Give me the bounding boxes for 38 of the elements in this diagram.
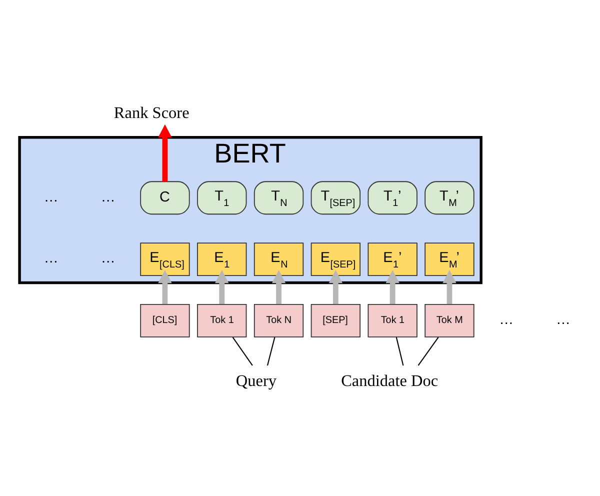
node-text: Rank Score: [114, 104, 190, 122]
node-box: E$_{1}$: [197, 242, 247, 276]
node-box: Tok 1: [368, 304, 418, 338]
arrow: [386, 270, 400, 304]
connector: [418, 336, 439, 366]
node-box: [SEP]: [310, 304, 361, 338]
label: …: [44, 189, 58, 206]
node-box: Tok 1: [197, 304, 247, 338]
label: …: [100, 250, 116, 267]
node-box: T$_{1}$’: [368, 181, 418, 215]
node-box: E$_{M}$’: [424, 242, 474, 276]
arrow: [158, 270, 172, 304]
node-box: [CLS]: [140, 304, 190, 338]
node-box: E$_{1}$’: [368, 242, 418, 276]
node-box: E$_{[CLS]}$: [140, 242, 190, 276]
label: …: [44, 250, 58, 267]
node-box: T$_{M}$’: [424, 181, 474, 215]
connector: [232, 336, 253, 366]
node-text: Query: [236, 372, 276, 390]
connector: [266, 337, 276, 366]
node-box: C: [140, 181, 190, 215]
node-box: T$_{[SEP]}$: [310, 181, 361, 215]
arrow: [215, 270, 229, 304]
label: …: [556, 312, 570, 328]
node-box: T$_{1}$: [197, 181, 247, 215]
node-box: E$_{[SEP]}$: [310, 242, 361, 276]
label: …: [100, 189, 116, 206]
node-text: Candidate Doc: [341, 372, 438, 390]
arrow: [158, 124, 172, 182]
node-box: T$_{N}$: [254, 181, 304, 215]
node-box: E$_{N}$: [254, 242, 304, 276]
arrow: [442, 270, 456, 304]
arrow: [272, 270, 286, 304]
arrow: [328, 270, 343, 304]
label: …: [499, 312, 514, 328]
node-box: Tok N: [254, 304, 304, 338]
node-box: Tok M: [424, 304, 474, 338]
connector: [396, 337, 404, 366]
